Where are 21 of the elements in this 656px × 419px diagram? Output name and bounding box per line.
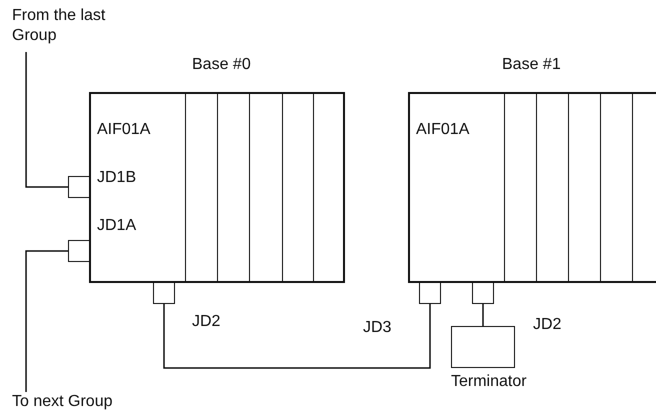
connector-label: JD2 xyxy=(533,315,562,334)
rack-title: Base #0 xyxy=(192,55,251,74)
cable-line xyxy=(25,52,68,188)
module-label: AIF01A xyxy=(97,120,150,139)
annotation-text: To next Group xyxy=(12,392,112,412)
connector-label: JD2 xyxy=(192,312,220,331)
connector-port xyxy=(68,240,90,262)
connector-port xyxy=(68,176,90,198)
connector-label: JD1A xyxy=(97,216,136,235)
connector-label: JD1B xyxy=(97,168,136,187)
cable-line xyxy=(163,304,431,369)
cable-line xyxy=(482,304,484,326)
cable-line xyxy=(25,250,68,392)
connector-port xyxy=(153,282,175,304)
terminator-label: Terminator xyxy=(451,372,527,391)
connector-label: JD3 xyxy=(363,318,392,337)
rack-title: Base #1 xyxy=(502,55,561,74)
module-label: AIF01A xyxy=(416,120,470,139)
connector-port xyxy=(419,282,441,304)
annotation-text: From the last Group xyxy=(12,6,132,46)
connector-port xyxy=(472,282,494,304)
